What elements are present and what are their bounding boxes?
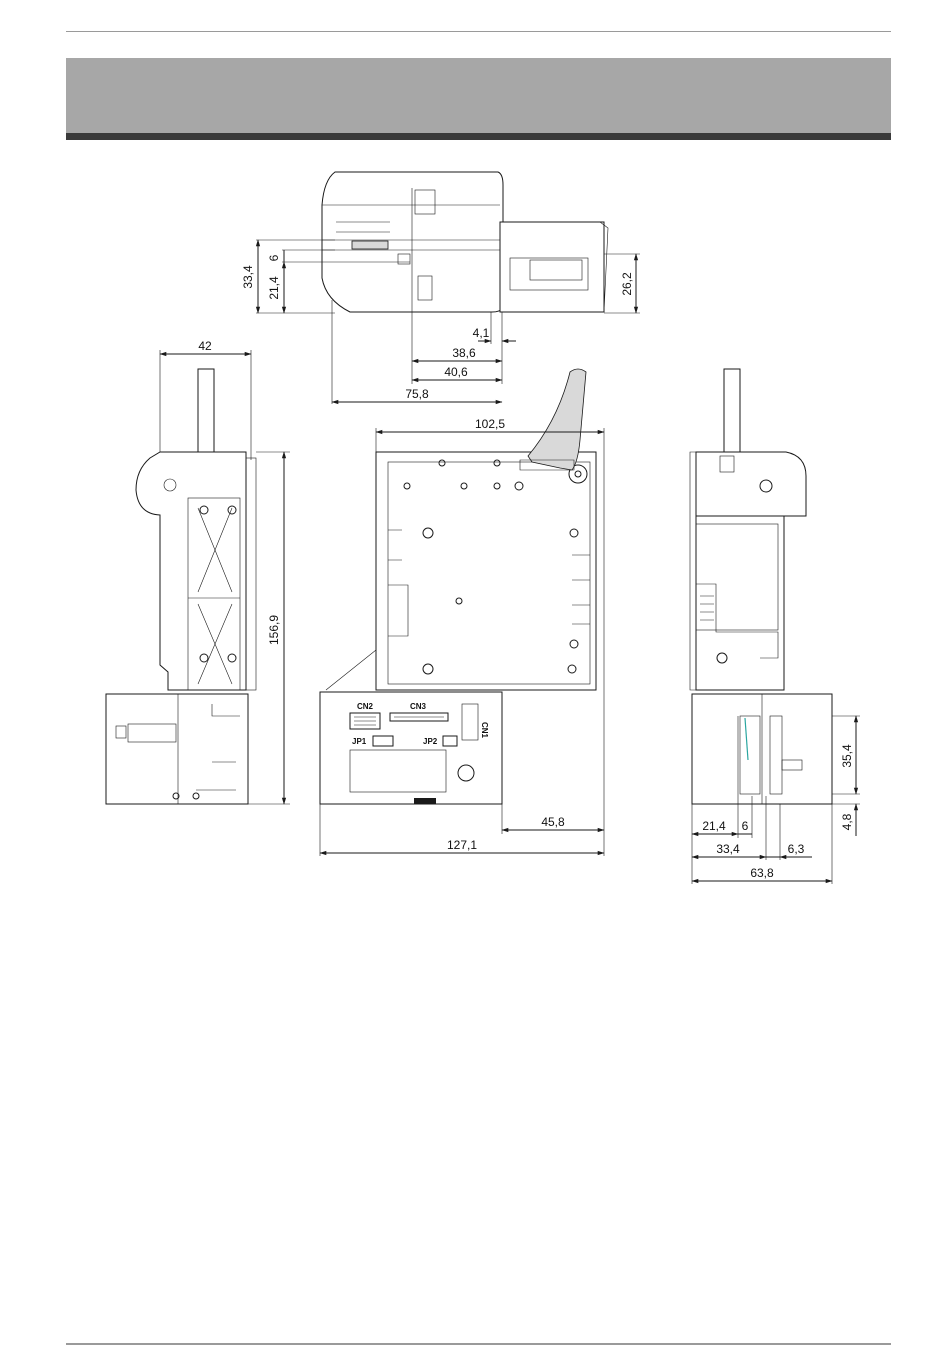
label-cn3: CN3 [410,702,427,711]
jumper-jp2 [443,736,457,746]
dim-right-33-4: 33,4 [716,842,740,856]
dim-front-102-5: 102,5 [475,417,505,431]
dim-right-21-4: 21,4 [702,819,726,833]
dim-top-6: 6 [267,254,281,261]
dim-top-38-6: 38,6 [452,346,476,360]
dim-right-63-8: 63,8 [750,866,774,880]
dim-top-26-2: 26,2 [620,272,634,296]
label-cn2: CN2 [357,702,374,711]
right-view-frame [696,452,806,516]
dim-top-4-1: 4,1 [473,326,490,340]
top-view-side-module [500,222,604,312]
dim-top-40-6: 40,6 [444,365,468,379]
dim-top-75-8: 75,8 [405,387,429,401]
dim-right-4-8: 4,8 [840,813,854,830]
top-view-body [322,172,503,312]
dim-right-35-4: 35,4 [840,744,854,768]
front-view: CN2 CN3 CN1 JP1 JP2 102,5 45,8 127,1 [320,369,604,856]
right-view: 35,4 4,8 21,4 6 33,4 6,3 63,8 [690,369,860,884]
footer-rule [66,1343,891,1345]
dim-front-127-1: 127,1 [447,838,477,852]
label-cn1: CN1 [480,722,489,739]
dim-front-45-8: 45,8 [541,815,565,829]
dim-top-21-4: 21,4 [267,276,281,300]
dim-left-42: 42 [198,339,212,353]
label-jp2: JP2 [423,737,438,746]
right-view-shaft [724,369,740,455]
front-view-lever [528,369,586,470]
dim-right-6: 6 [742,819,749,833]
dim-right-6-3: 6,3 [788,842,805,856]
dim-top-33-4: 33,4 [241,265,255,289]
left-view-lower-module [106,694,248,804]
left-view: 42 156,9 [106,339,290,804]
label-jp1: JP1 [352,737,367,746]
jumper-jp1 [373,736,393,746]
left-view-shaft [198,369,214,455]
dim-left-156-9: 156,9 [267,615,281,645]
